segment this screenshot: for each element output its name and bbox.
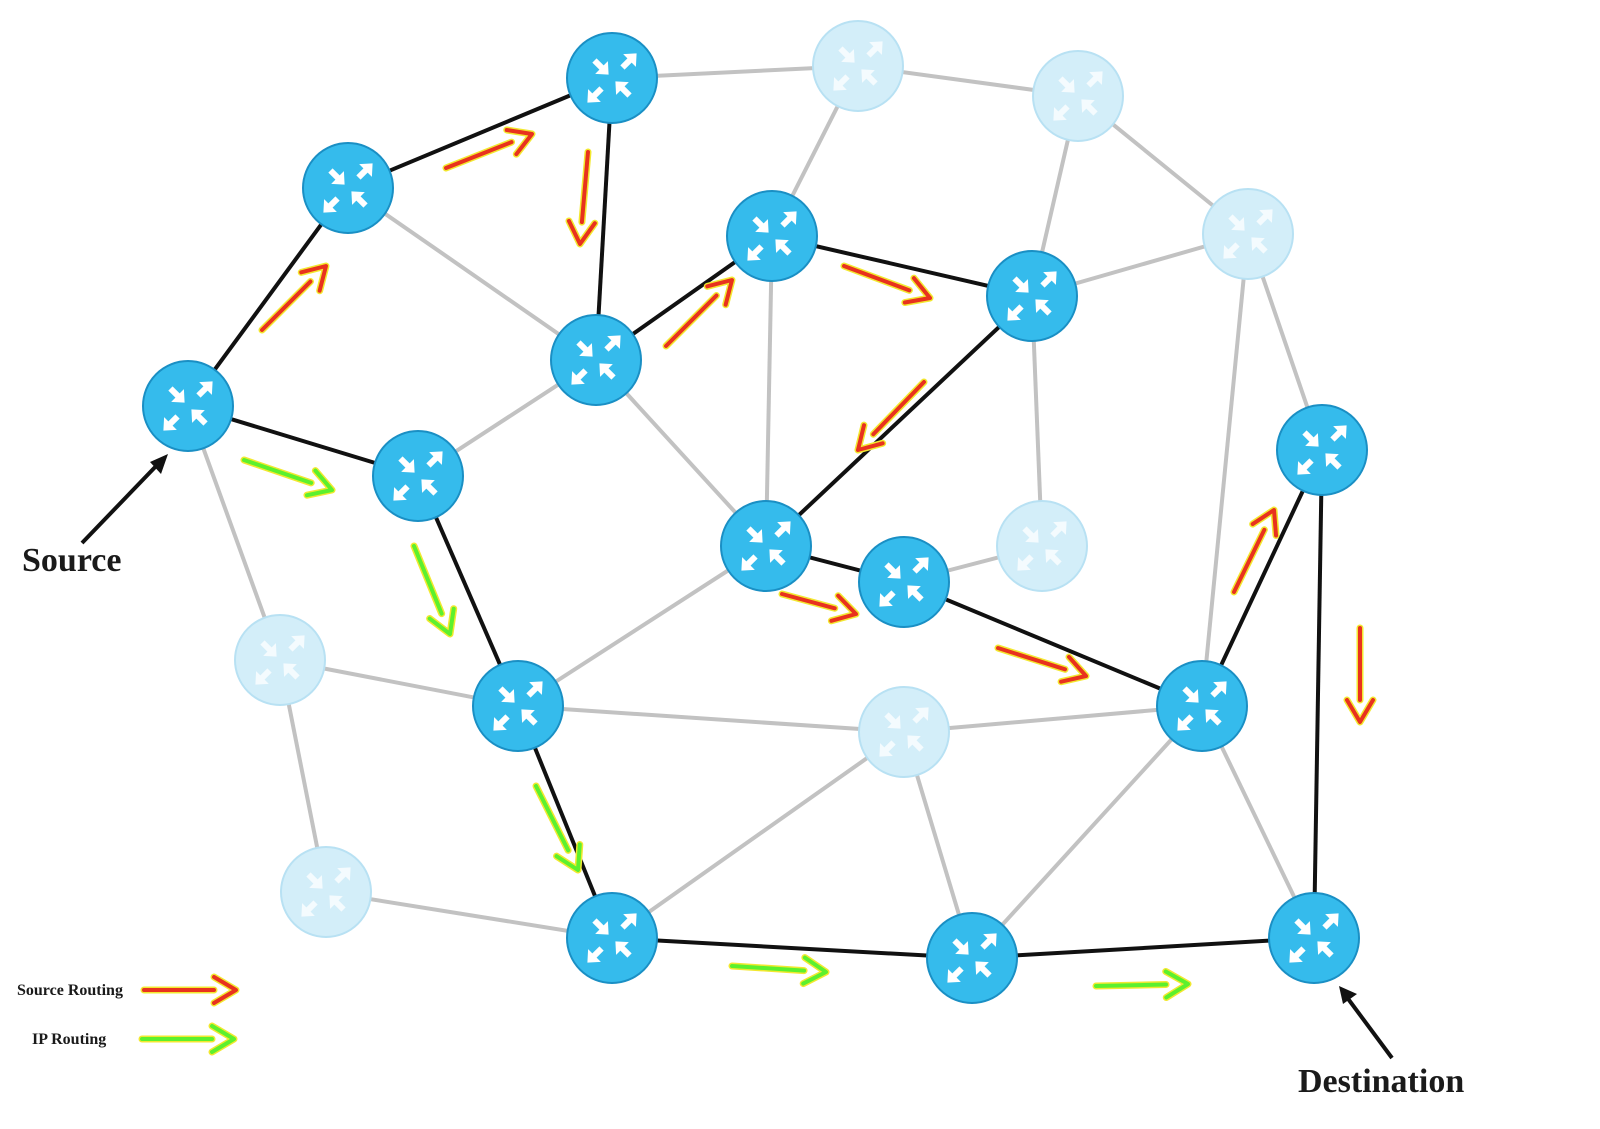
source-label: Source xyxy=(22,542,121,579)
ip-routing-arrow xyxy=(728,954,830,988)
link xyxy=(346,186,598,362)
router-icon xyxy=(142,360,234,452)
legend-source-routing-arrow xyxy=(140,973,240,1007)
router-icon xyxy=(1202,188,1294,280)
router-icon xyxy=(566,32,658,124)
source-routing-arrow xyxy=(840,262,934,307)
path-link xyxy=(903,580,1203,708)
ip-routing-arrow xyxy=(410,542,458,638)
pointer-arrow-icon xyxy=(1339,986,1357,1004)
path-link xyxy=(971,936,1315,960)
router-icon xyxy=(234,614,326,706)
router-icon xyxy=(1156,660,1248,752)
legend-source-routing-label: Source Routing xyxy=(17,982,123,999)
source-routing-arrow xyxy=(565,148,599,248)
router-icon xyxy=(726,190,818,282)
routing-arrows xyxy=(240,126,1377,1001)
router-icon xyxy=(472,660,564,752)
source-routing-arrow xyxy=(854,378,928,454)
destination-label: Destination xyxy=(1298,1063,1464,1100)
path-link xyxy=(594,77,614,361)
source-routing-arrow xyxy=(994,644,1090,686)
link xyxy=(1200,233,1250,707)
router-icon xyxy=(302,142,394,234)
router-icon xyxy=(926,912,1018,1004)
link xyxy=(610,730,906,940)
source-routing-arrow xyxy=(258,262,330,334)
router-icon xyxy=(566,892,658,984)
router-icon xyxy=(1268,892,1360,984)
router-icon xyxy=(996,500,1088,592)
source-routing-arrow xyxy=(662,276,736,350)
source-routing-arrow xyxy=(442,126,536,172)
link xyxy=(903,704,1203,734)
legend-ip-routing-label: IP Routing xyxy=(32,1031,106,1048)
router-icon xyxy=(858,686,950,778)
link xyxy=(516,544,768,708)
router-icon xyxy=(372,430,464,522)
router-icon xyxy=(280,846,372,938)
source-routing-arrow xyxy=(140,973,240,1007)
legend-ip-routing-arrow xyxy=(138,1022,238,1056)
link xyxy=(325,890,613,940)
router-icon xyxy=(550,314,642,406)
path-link xyxy=(347,76,613,190)
routers xyxy=(142,20,1368,1004)
router-icon xyxy=(1276,404,1368,496)
pointer-arrow-icon xyxy=(150,454,168,474)
link xyxy=(517,704,905,734)
source-routing-arrow xyxy=(778,590,860,625)
link xyxy=(970,704,1204,960)
path-link xyxy=(611,936,973,960)
link xyxy=(764,235,774,547)
ip-routing-arrow xyxy=(1092,967,1192,1001)
source-routing-arrow xyxy=(1343,624,1377,726)
path-link xyxy=(1312,449,1324,939)
source-routing-arrow xyxy=(1230,506,1280,596)
router-icon xyxy=(1032,50,1124,142)
legend: Source Routing IP Routing xyxy=(17,973,240,1056)
source-callout: Source xyxy=(22,454,168,579)
path-link xyxy=(764,294,1034,548)
router-icon xyxy=(720,500,812,592)
router-icon xyxy=(986,250,1078,342)
router-icon xyxy=(812,20,904,112)
router-icon xyxy=(858,536,950,628)
path-link xyxy=(1200,449,1324,707)
ip-routing-arrow xyxy=(240,456,336,499)
destination-callout: Destination xyxy=(1298,986,1464,1100)
ip-routing-arrow xyxy=(138,1022,238,1056)
ip-routing-arrow xyxy=(532,782,584,874)
